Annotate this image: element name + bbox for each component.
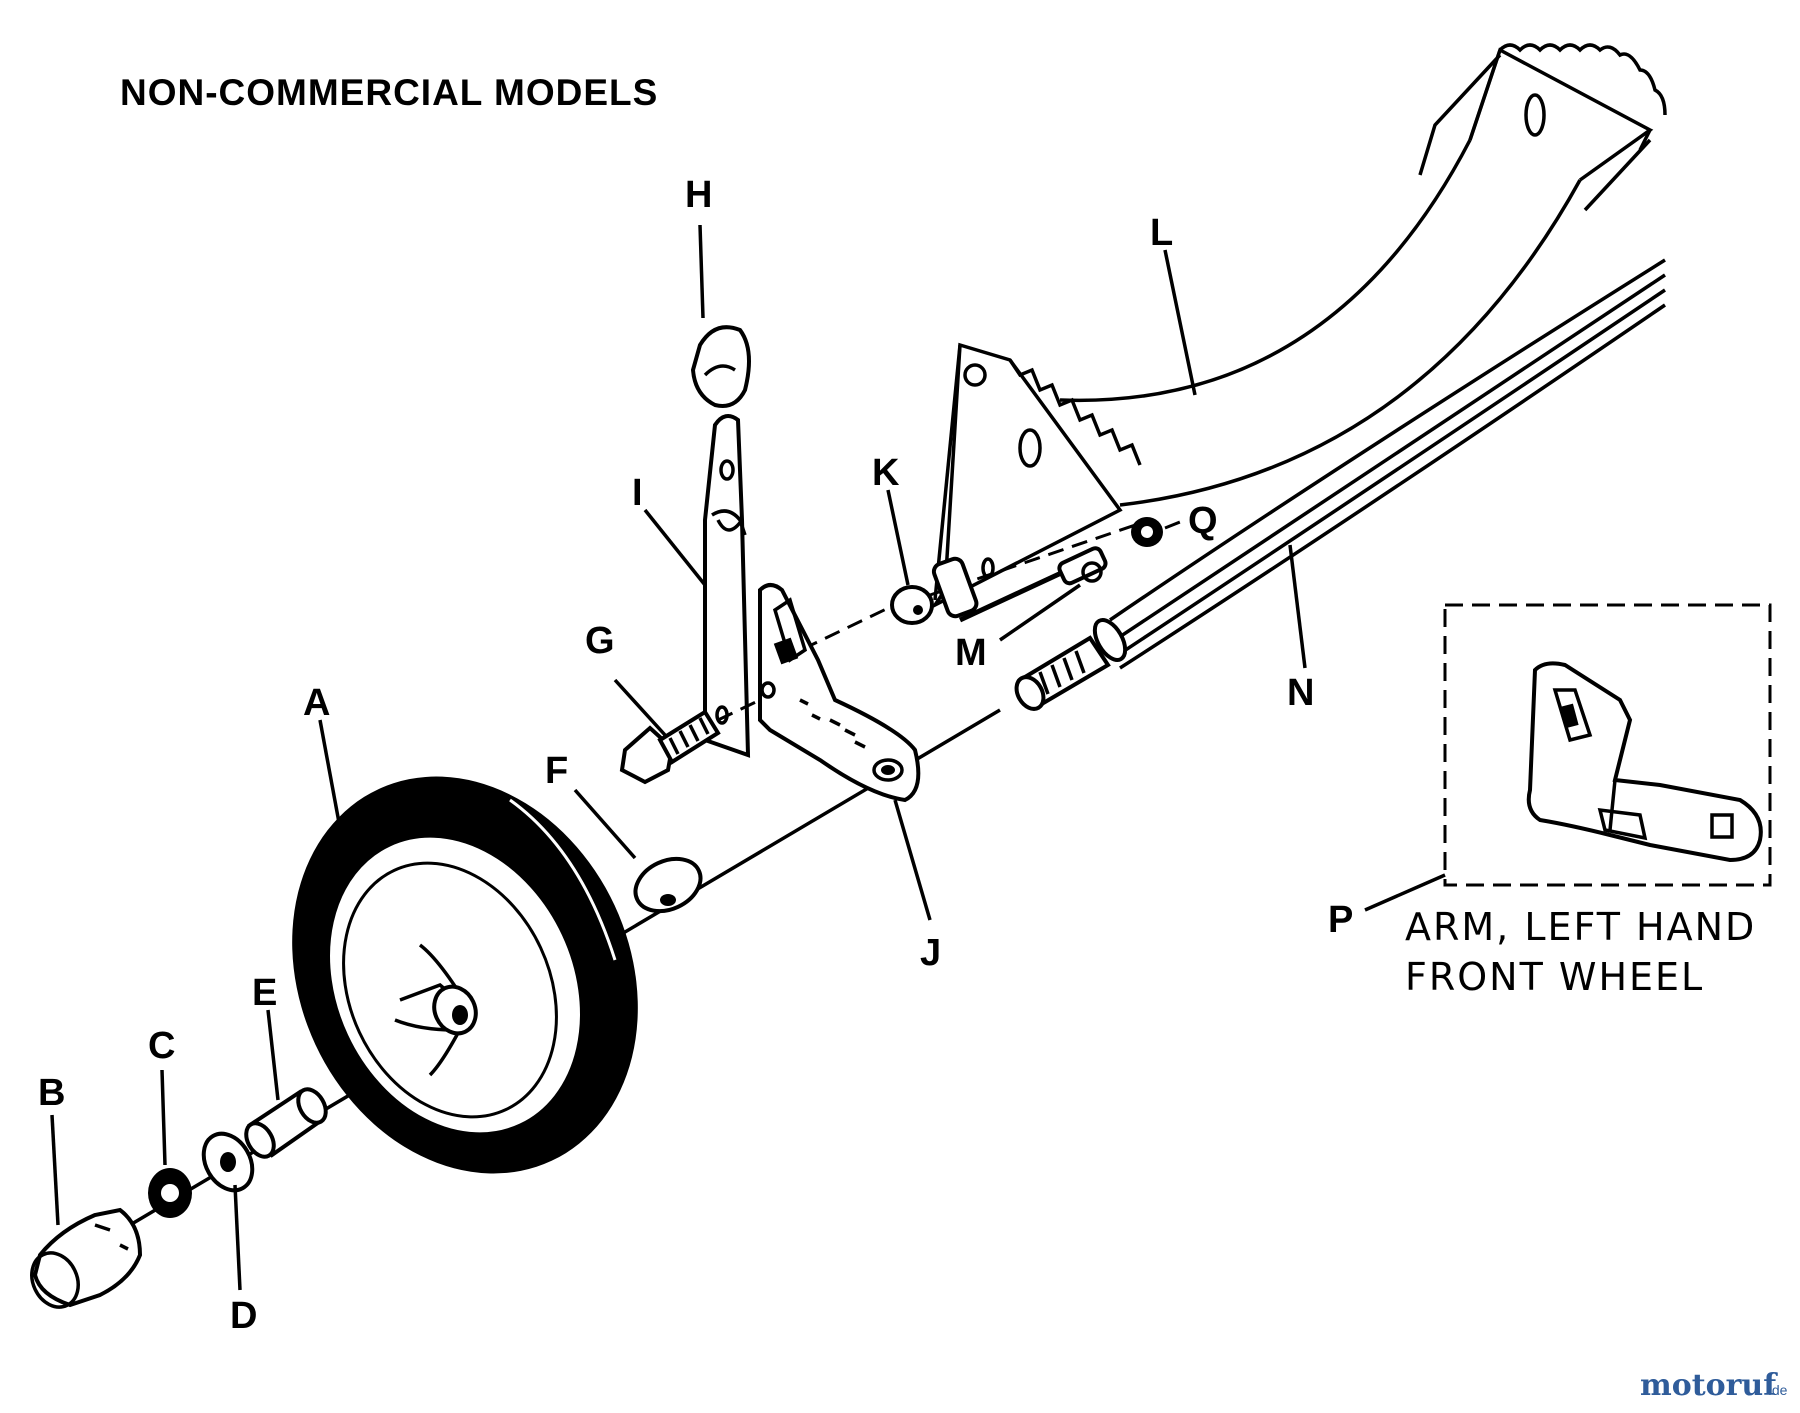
label-P: P (1328, 899, 1353, 941)
part-F-washer (633, 856, 703, 914)
part-B-hubcap (30, 1207, 143, 1309)
part-K-washer (890, 585, 934, 625)
label-F: F (545, 750, 568, 792)
part-threaded-stud (1014, 618, 1128, 711)
watermark-text: motoruf (1640, 1368, 1778, 1403)
leader-lines (50, 224, 1446, 1291)
bolt-centerline (779, 598, 906, 662)
label-B: B (38, 1072, 65, 1114)
watermark-suffix: .de (1768, 1382, 1788, 1398)
part-height-bracket (929, 342, 1142, 623)
part-L-deck-housing (1059, 43, 1667, 507)
part-A-wheel (292, 776, 638, 1174)
part-N-frame-rod (1109, 258, 1666, 670)
watermark-logo: motoruf .de (1640, 1368, 1788, 1403)
part-M-spacer (1057, 546, 1108, 586)
label-N: N (1287, 672, 1314, 714)
part-J-arm (758, 583, 921, 803)
label-A: A (303, 682, 330, 724)
label-D: D (230, 1295, 257, 1337)
label-K: K (872, 452, 900, 494)
inset-caption-line1: ARM, LEFT HAND (1405, 905, 1756, 949)
label-L: L (1150, 212, 1173, 254)
inset-P-left-arm (1443, 603, 1772, 887)
inset-caption-line2: FRONT WHEEL (1405, 955, 1704, 999)
label-Q: Q (1188, 500, 1218, 542)
label-J: J (920, 932, 941, 974)
part-D-washer (201, 1131, 255, 1193)
label-I: I (632, 472, 643, 514)
label-H: H (685, 174, 712, 216)
part-G-bolt (619, 698, 761, 785)
part-Q-nut (1131, 517, 1163, 547)
label-C: C (148, 1025, 175, 1067)
part-I-lever (703, 414, 751, 758)
part-H-cap (690, 325, 751, 408)
diagram-title: NON-COMMERCIAL MODELS (120, 72, 658, 113)
label-G: G (585, 620, 615, 662)
label-E: E (252, 972, 277, 1014)
part-E-bushing (244, 1087, 328, 1159)
label-M: M (955, 632, 987, 674)
part-C-nut (148, 1168, 192, 1218)
